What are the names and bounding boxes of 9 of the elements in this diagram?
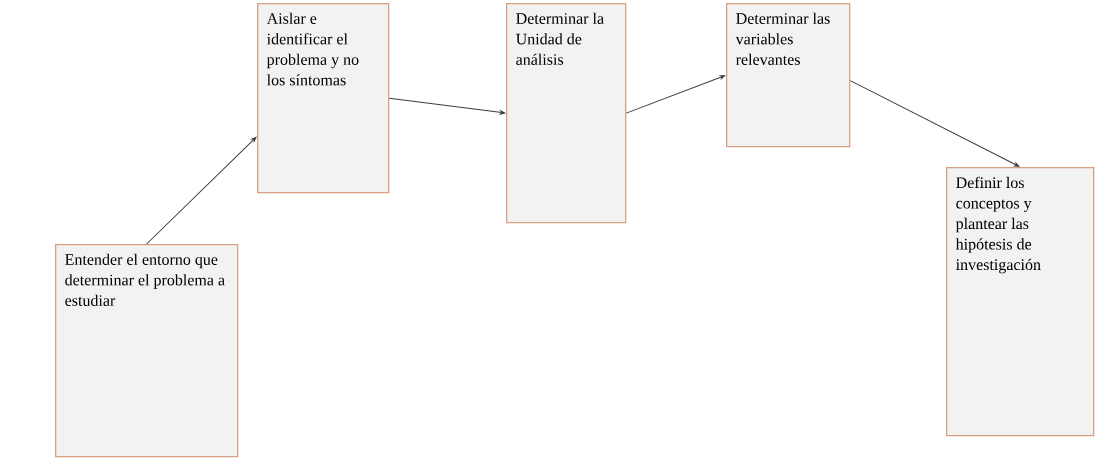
- process-box: Determinar las variables relevantes: [726, 3, 851, 148]
- arrow: [146, 136, 257, 245]
- arrow: [625, 75, 726, 114]
- process-box: Entender el entorno que determinar el problema a estudiar: [55, 244, 239, 458]
- arrow: [849, 80, 1020, 167]
- process-box: Determinar la Unidad de análisis: [506, 3, 627, 224]
- process-box: Aislar e identificar el problema y no los síntomas: [257, 3, 390, 194]
- process-box: Definir los conceptos y plantear las hipótesis de investigación: [946, 167, 1095, 437]
- arrow: [388, 97, 506, 115]
